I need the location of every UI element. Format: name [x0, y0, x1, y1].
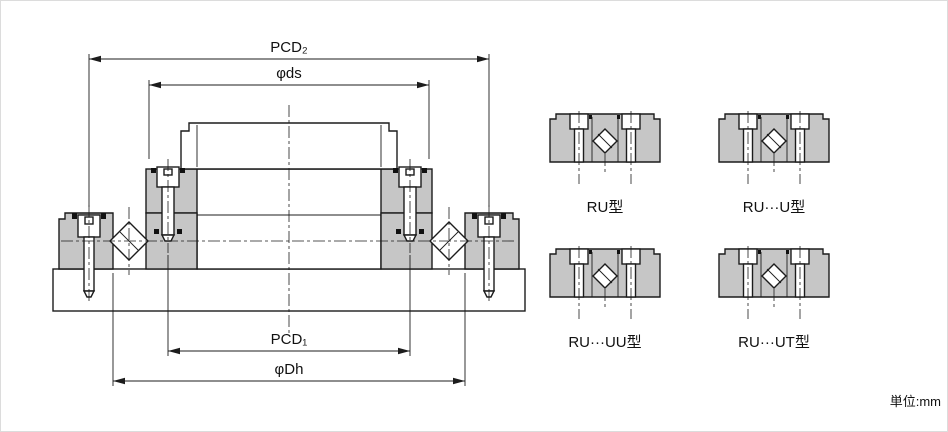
unit-note: 単位:mm: [890, 394, 941, 409]
centerlines: [61, 105, 517, 333]
dimension-dh: φDh: [112, 273, 466, 386]
dim-label-pcd1: PCD₁: [271, 331, 308, 348]
thumbnail-ru-label: RU型: [587, 199, 624, 216]
thumbnail-ru: [549, 110, 661, 185]
thumbnail-ru-ut-label: RU···UT型: [738, 334, 810, 351]
thumbnail-ru-ut: [718, 245, 830, 320]
dim-label-pcd2: PCD₂: [270, 39, 308, 56]
thumbnail-ru-u: [718, 110, 830, 185]
thumbnail-ru-uu-label: RU···UU型: [568, 334, 641, 351]
thumbnail-ru-uu: [549, 245, 661, 320]
dim-label-ds: φds: [276, 65, 302, 82]
main-cross-section: PCD₂ φds PCD₁: [52, 39, 526, 386]
dim-label-dh: φDh: [275, 361, 304, 378]
dimension-pcd1: PCD₁: [167, 255, 411, 356]
variant-thumbnails: RU型 RU···U型 RU···UU型 RU···UT型: [549, 110, 830, 351]
shaft-flange: [180, 122, 398, 170]
thumbnail-ru-u-label: RU···U型: [743, 199, 805, 216]
dimension-pcd2: PCD₂: [88, 39, 490, 207]
dimension-ds: φds: [148, 65, 430, 159]
